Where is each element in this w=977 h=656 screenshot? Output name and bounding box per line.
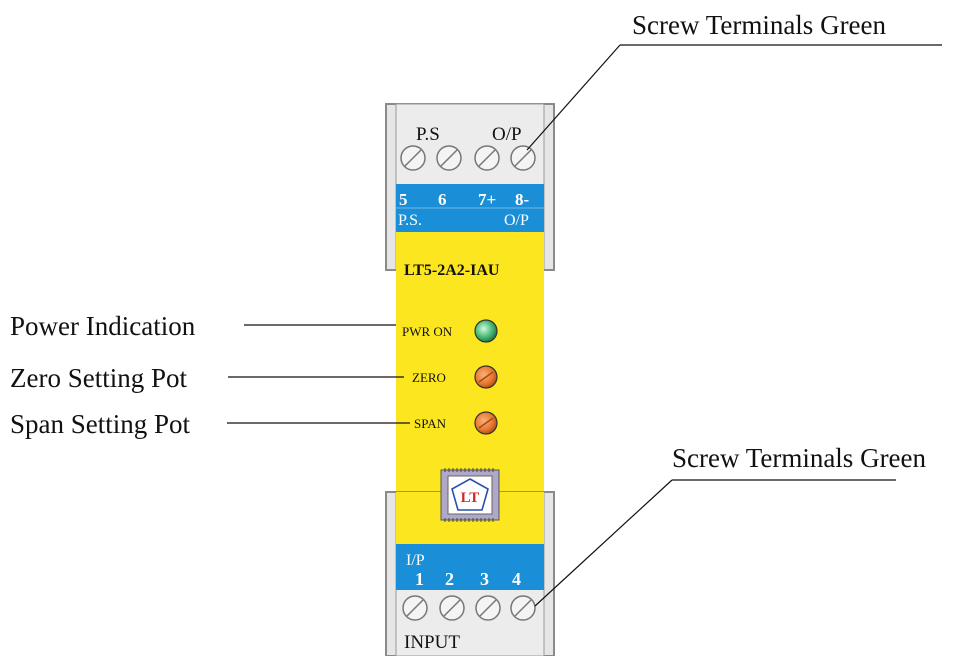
callout-text-power: Power Indication <box>10 311 196 341</box>
terminal-number-6: 6 <box>438 190 447 209</box>
screw-icon[interactable] <box>402 595 428 621</box>
zero-pot-knob[interactable] <box>474 365 498 389</box>
bottom-screw-terminals <box>402 595 536 621</box>
group-label-ps: P.S. <box>398 212 422 229</box>
input-label: INPUT <box>404 632 460 653</box>
terminal-number-4: 4 <box>512 569 521 589</box>
screw-icon[interactable] <box>510 595 536 621</box>
span-pot-knob[interactable] <box>474 411 498 435</box>
group-label-op: O/P <box>504 212 529 229</box>
bottom-terminal-strip <box>396 544 544 590</box>
callout-text-zero: Zero Setting Pot <box>10 363 187 393</box>
screw-icon[interactable] <box>439 595 465 621</box>
module-body <box>396 230 544 492</box>
terminal-number-1: 1 <box>415 569 424 589</box>
power-led <box>474 319 498 343</box>
callout-power: Power Indication <box>10 311 396 341</box>
callout-text-bottom-right: Screw Terminals Green <box>672 443 927 473</box>
screw-icon[interactable] <box>436 145 462 171</box>
group-label-ip: I/P <box>406 552 425 569</box>
lt-logo: LT <box>440 468 500 522</box>
pwr-on-label: PWR ON <box>402 324 453 339</box>
terminal-number-8: 8- <box>515 190 530 209</box>
callout-text-span: Span Setting Pot <box>10 409 191 439</box>
screw-icon[interactable] <box>400 145 426 171</box>
callout-zero: Zero Setting Pot <box>10 363 404 393</box>
top-label-ps: P.S <box>416 124 440 145</box>
top-screw-terminals <box>400 145 536 171</box>
screw-icon[interactable] <box>510 145 536 171</box>
zero-label: ZERO <box>412 370 446 385</box>
terminal-number-7: 7+ <box>478 190 496 209</box>
span-label: SPAN <box>414 416 447 431</box>
top-label-op: O/P <box>492 124 522 145</box>
screw-icon[interactable] <box>475 595 501 621</box>
terminal-number-3: 3 <box>480 569 489 589</box>
callout-span: Span Setting Pot <box>10 409 410 439</box>
model-label: LT5-2A2-IAU <box>404 262 500 279</box>
screw-icon[interactable] <box>474 145 500 171</box>
logo-text: LT <box>461 490 480 506</box>
terminal-number-2: 2 <box>445 569 454 589</box>
callout-bottom-right: Screw Terminals Green <box>534 443 927 607</box>
callout-text-top-right: Screw Terminals Green <box>632 10 887 40</box>
terminal-number-5: 5 <box>399 190 408 209</box>
callout-top-right: Screw Terminals Green <box>526 10 942 151</box>
